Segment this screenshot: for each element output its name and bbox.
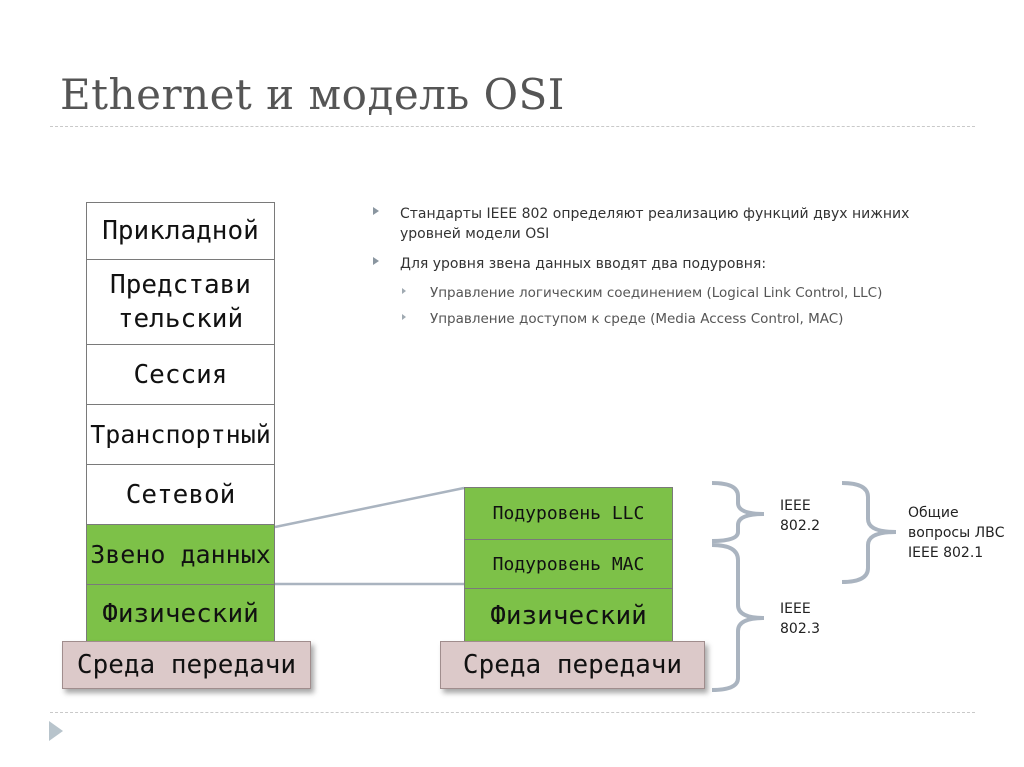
sub-bullet-text: Управление логическим соединением (Logic… <box>430 285 883 301</box>
ethernet-physical-label: Физический <box>490 601 647 631</box>
label-line: вопросы ЛВС <box>908 525 1005 541</box>
label-line: 802.3 <box>780 621 821 637</box>
label-line: IEEE 802.1 <box>908 545 984 561</box>
ieee-8021-label: Общие вопросы ЛВС IEEE 802.1 <box>908 503 1005 563</box>
ethernet-mac-label: Подуровень MAC <box>492 553 645 575</box>
sub-bullet-item: Управление логическим соединением (Logic… <box>372 284 972 302</box>
bullet-item: Для уровня звена данных вводят два подур… <box>372 254 972 274</box>
bullet-arrow-icon <box>373 257 379 265</box>
sub-bullet-item: Управление доступом к среде (Media Acces… <box>372 310 972 328</box>
osi-layer-label: Звено данных <box>90 540 271 569</box>
osi-layer-label: Сетевой <box>125 479 236 510</box>
bullet-item: Стандарты IEEE 802 определяют реализацию… <box>372 204 972 244</box>
osi-layer-label: Сессия <box>133 359 228 390</box>
osi-layer-physical: Физический <box>86 584 275 643</box>
osi-layer-transport: Транспортный <box>86 404 275 465</box>
osi-layer-label: Прикладной <box>102 216 259 246</box>
ieee-8022-label: IEEE 802.2 <box>780 496 820 536</box>
sub-bullet-text: Управление доступом к среде (Media Acces… <box>430 311 844 327</box>
label-line: IEEE <box>780 498 811 514</box>
title-separator <box>50 126 975 127</box>
osi-layer-presentation: Представи тельский <box>86 259 275 345</box>
brace-ieee-8023-icon <box>711 543 765 692</box>
ethernet-medium-label: Среда передачи <box>462 650 683 680</box>
bullet-arrow-icon <box>373 207 379 215</box>
osi-layer-label: Физический <box>102 598 259 629</box>
ethernet-physical: Физический <box>464 588 673 644</box>
label-line: IEEE <box>780 601 811 617</box>
osi-layer-session: Сессия <box>86 344 275 405</box>
osi-layer-datalink: Звено данных <box>86 524 275 585</box>
sub-bullet-arrow-icon <box>402 288 406 294</box>
osi-medium: Среда передачи <box>62 641 311 689</box>
ethernet-mac-sublayer: Подуровень MAC <box>464 539 673 589</box>
osi-medium-label: Среда передачи <box>76 650 297 680</box>
brace-ieee-8022-icon <box>711 481 765 543</box>
connector-llc-line <box>274 486 465 529</box>
slide-title: Ethernet и модель OSI <box>60 70 565 119</box>
label-line: 802.2 <box>780 518 821 534</box>
ethernet-llc-sublayer: Подуровень LLC <box>464 487 673 540</box>
osi-layer-network: Сетевой <box>86 464 275 525</box>
bullet-list: Стандарты IEEE 802 определяют реализацию… <box>372 204 972 336</box>
brace-ieee-8021-icon <box>841 481 897 584</box>
ieee-8023-label: IEEE 802.3 <box>780 599 820 639</box>
osi-layer-label: Транспортный <box>90 420 271 449</box>
nav-triangle-icon[interactable] <box>48 720 64 742</box>
footer-separator <box>50 712 975 713</box>
label-line: Общие <box>908 505 959 521</box>
sub-bullet-arrow-icon <box>402 314 406 320</box>
ethernet-medium: Среда передачи <box>440 641 705 689</box>
ethernet-llc-label: Подуровень LLC <box>492 503 645 524</box>
osi-layer-label: Представи тельский <box>110 270 251 334</box>
bullet-text: Стандарты IEEE 802 определяют реализацию… <box>400 206 910 242</box>
osi-layer-application: Прикладной <box>86 202 275 260</box>
bullet-text: Для уровня звена данных вводят два подур… <box>400 256 767 272</box>
